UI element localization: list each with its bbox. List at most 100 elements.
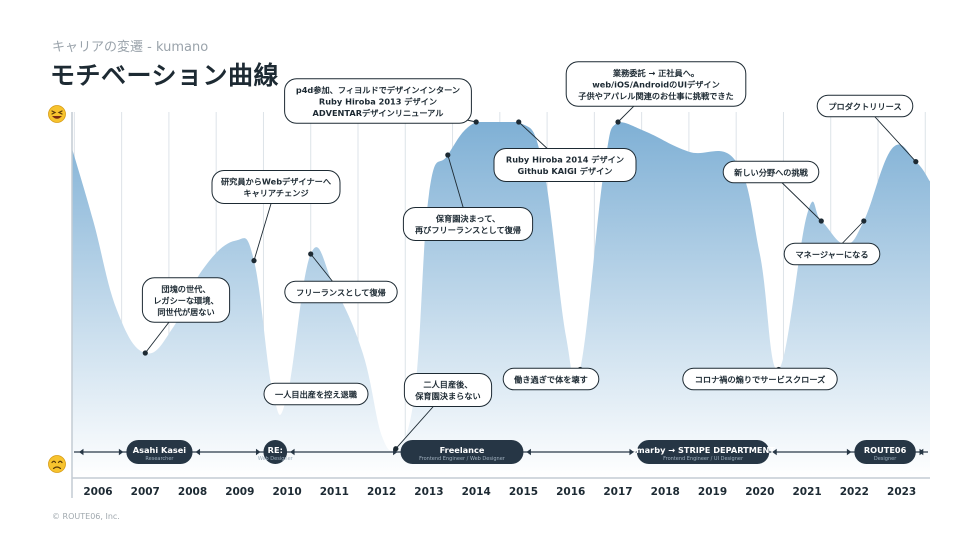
annotation-text: 子供やアパレル関連のお仕事に挑戦できた xyxy=(578,91,733,101)
annotation-bubble xyxy=(493,148,637,182)
annotation-text: レガシーな環境、 xyxy=(153,295,219,305)
x-tick-label: 2015 xyxy=(509,486,538,498)
x-tick-label: 2023 xyxy=(887,486,916,498)
x-tick-label: 2010 xyxy=(272,486,301,498)
annotation-text: Ruby Hiroba 2013 デザイン xyxy=(319,96,437,106)
annotation-bubble xyxy=(565,61,747,107)
annotation-text: 働き過ぎで体を壊す xyxy=(513,374,588,384)
annotation-text: Github KAIGI デザイン xyxy=(518,166,613,176)
annotation: 二人目産後、保育園決まらない xyxy=(393,373,493,452)
annotation-point xyxy=(913,159,919,165)
phase-label: Asahi Kasei xyxy=(133,445,187,455)
annotation-bubble xyxy=(211,170,341,204)
annotation-point xyxy=(818,218,824,224)
annotation-bubble xyxy=(284,78,472,124)
annotation-bubble xyxy=(141,277,231,323)
x-tick-label: 2009 xyxy=(225,486,254,498)
x-tick-label: 2007 xyxy=(131,486,160,498)
annotation-text: キャリアチェンジ xyxy=(243,188,308,198)
phase-arrow xyxy=(290,448,295,456)
annotation-point xyxy=(473,119,479,125)
x-tick-label: 2019 xyxy=(698,486,727,498)
phase-pill xyxy=(400,440,524,464)
annotation-bubble xyxy=(284,280,398,304)
x-tick-label: 2006 xyxy=(83,486,112,498)
annotation-text: マネージャーになる xyxy=(795,249,868,259)
annotation-point xyxy=(142,350,148,356)
phase-arrow xyxy=(255,448,261,456)
annotation-bubble xyxy=(402,207,534,241)
annotation-bubble xyxy=(682,367,838,391)
annotation-text: 保育園決まって、 xyxy=(435,214,500,224)
x-tick-label: 2016 xyxy=(556,486,585,498)
annotation-text: web/iOS/AndroidのUIデザイン xyxy=(592,79,720,89)
annotation-point xyxy=(393,446,399,452)
annotation-text: 一人目出産を控え退職 xyxy=(275,389,358,399)
annotation-bubble xyxy=(816,94,914,118)
x-tick-label: 2017 xyxy=(603,486,632,498)
annotation: フリーランスとして復帰 xyxy=(284,251,398,304)
x-tick-label: 2014 xyxy=(462,486,491,498)
phase-arrow xyxy=(118,448,124,456)
phase-arrow xyxy=(846,448,852,456)
page-subtitle: キャリアの変遷 - kumano xyxy=(52,40,209,55)
annotation-text: 研究員からWebデザイナーへ xyxy=(221,177,332,187)
tired-face-icon xyxy=(48,455,66,473)
annotation-bubble xyxy=(263,382,369,406)
phase-label: RE: xyxy=(268,445,283,455)
phase-pill xyxy=(126,440,193,464)
annotation-text: 団塊の世代、 xyxy=(161,284,210,294)
annotation: 新しい分野への挑戦 xyxy=(722,160,824,224)
x-tick-label: 2018 xyxy=(651,486,680,498)
phase-block: RE:Web Designer xyxy=(258,440,294,464)
phase-label: ROUTE06 xyxy=(864,445,907,455)
annotation-text: 業務委託 → 正社員へ。 xyxy=(612,68,699,78)
annotation: 団塊の世代、レガシーな環境、同世代が居ない xyxy=(141,277,231,356)
annotation-point xyxy=(251,258,257,264)
annotation-point xyxy=(308,251,314,257)
copyright: © ROUTE06, Inc. xyxy=(52,512,120,521)
annotation: プロダクトリリース xyxy=(816,94,919,165)
annotation-text: 二人目産後、 xyxy=(423,380,472,390)
annotation: 業務委託 → 正社員へ。web/iOS/AndroidのUIデザイン子供やアパレ… xyxy=(565,61,747,125)
annotation: 働き過ぎで体を壊す xyxy=(502,366,600,391)
annotation-text: Ruby Hiroba 2014 デザイン xyxy=(506,155,624,165)
annotation-bubble xyxy=(403,373,493,407)
annotation-text: プロダクトリリース xyxy=(828,101,901,111)
phase-label: Freelance xyxy=(440,445,485,455)
phase-arrow xyxy=(918,448,924,456)
phase-arrow xyxy=(79,448,84,456)
annotation-text: 同世代が居ない xyxy=(157,307,214,317)
x-tick-label: 2021 xyxy=(792,486,821,498)
phase-label: smarby → STRIPE DEPARTMENT xyxy=(631,445,775,455)
x-tick-label: 2011 xyxy=(320,486,349,498)
annotation-point xyxy=(615,119,621,125)
annotation-point xyxy=(516,119,522,125)
page-title: モチベーション曲線 xyxy=(50,61,280,90)
annotation-point xyxy=(861,218,867,224)
x-tick-label: 2013 xyxy=(414,486,443,498)
grinning-face-icon xyxy=(48,105,66,123)
annotation-text: ADVENTARデザインリニューアル xyxy=(313,108,445,118)
annotation-text: p4d参加、フィヨルドでデザインインターン xyxy=(296,85,460,95)
annotation: マネージャーになる xyxy=(783,218,881,266)
annotation-text: コロナ禍の煽りでサービスクローズ xyxy=(695,374,826,384)
phase-arrow xyxy=(195,448,201,456)
x-tick-label: 2022 xyxy=(840,486,869,498)
annotation-bubble xyxy=(722,160,820,184)
x-tick-label: 2020 xyxy=(745,486,774,498)
phase-sublabel: Frontend Engineer / Web Designer xyxy=(419,456,506,462)
x-tick-label: 2012 xyxy=(367,486,396,498)
phase-sublabel: Designer xyxy=(874,456,897,462)
annotation-text: 新しい分野への挑戦 xyxy=(734,167,809,177)
phase-sublabel: Researcher xyxy=(145,456,174,462)
annotations: 団塊の世代、レガシーな環境、同世代が居ない 研究員からWebデザイナーへキャリアチ… xyxy=(141,61,919,452)
